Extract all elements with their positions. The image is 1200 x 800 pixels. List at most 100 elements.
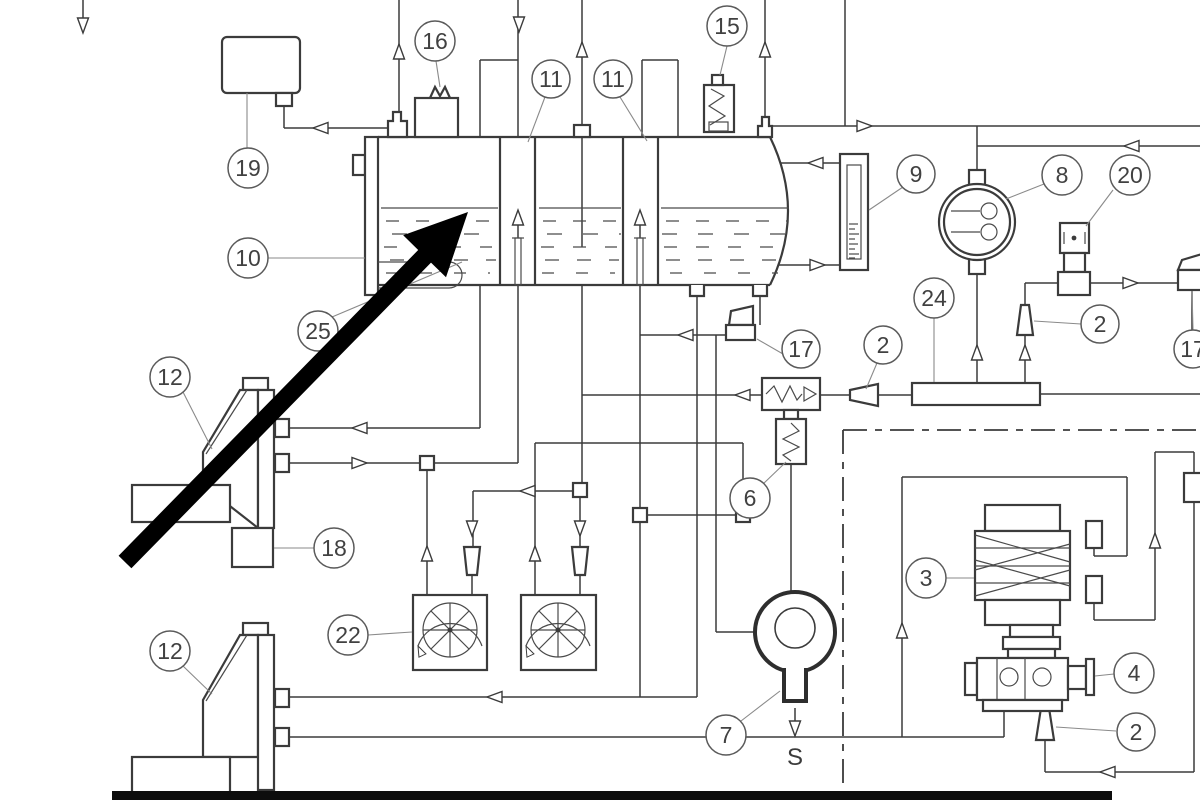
cone-horizontal bbox=[848, 382, 880, 408]
callout-19: 19 bbox=[227, 147, 269, 189]
svg-text:24: 24 bbox=[921, 285, 947, 311]
svg-text:10: 10 bbox=[235, 245, 261, 271]
heat-exchanger bbox=[973, 503, 1104, 627]
callout-25: 25 bbox=[297, 310, 339, 352]
svg-text:12: 12 bbox=[157, 638, 183, 664]
bottom-crop-bar bbox=[112, 791, 1112, 800]
pointer-arrow bbox=[118, 212, 468, 569]
burner-bottom bbox=[130, 621, 291, 795]
sewer-label: S bbox=[787, 744, 803, 771]
svg-text:12: 12 bbox=[157, 364, 183, 390]
callout-9: 9 bbox=[896, 154, 936, 194]
injector-cones bbox=[462, 303, 1056, 742]
svg-text:22: 22 bbox=[335, 622, 361, 648]
callout-15: 15 bbox=[706, 5, 748, 47]
callout-7: 7 bbox=[705, 714, 747, 756]
blower bbox=[753, 590, 837, 703]
burner-top-port-2 bbox=[273, 452, 291, 474]
svg-text:3: 3 bbox=[920, 565, 933, 591]
callout-4: 4 bbox=[1113, 652, 1155, 694]
vessel-top-left-fitting bbox=[386, 110, 409, 139]
level-probes bbox=[512, 222, 646, 286]
pump-shaft bbox=[1066, 664, 1088, 691]
callout-12a: 12 bbox=[149, 356, 191, 398]
combustion-fan-1 bbox=[411, 593, 489, 672]
pressure-gauge bbox=[937, 168, 1017, 276]
control-box bbox=[220, 35, 302, 108]
pump bbox=[963, 623, 1096, 713]
liquid-level bbox=[381, 207, 790, 274]
fan2-nozzle bbox=[570, 545, 590, 577]
burner-top-base bbox=[230, 526, 275, 569]
svg-text:4: 4 bbox=[1128, 660, 1141, 686]
vessel-top-right-fitting bbox=[756, 115, 774, 139]
callout-2b: 2 bbox=[1080, 304, 1120, 344]
callouts: 19 16 11 11 15 9 8 20 10 25 24 2 17 17 2… bbox=[149, 5, 1200, 756]
callout-17b: 17 bbox=[1173, 329, 1200, 369]
callout-2c: 2 bbox=[1116, 712, 1156, 752]
relief-valve bbox=[702, 73, 736, 134]
combustion-fan-2 bbox=[519, 593, 598, 672]
svg-text:17: 17 bbox=[788, 336, 814, 362]
vessel-left-wall bbox=[363, 135, 380, 297]
svg-text:16: 16 bbox=[422, 28, 448, 54]
burner-bottom-port-1 bbox=[273, 687, 291, 709]
svg-text:25: 25 bbox=[305, 318, 331, 344]
vessel-baffles bbox=[498, 137, 660, 285]
callout-3: 3 bbox=[905, 557, 947, 599]
callout-12b: 12 bbox=[149, 630, 191, 672]
svg-text:2: 2 bbox=[877, 332, 890, 358]
callout-20: 20 bbox=[1109, 154, 1151, 196]
burner-top-port-1 bbox=[273, 417, 291, 439]
svg-text:6: 6 bbox=[744, 485, 757, 511]
svg-text:17: 17 bbox=[1180, 336, 1200, 362]
firetube bbox=[378, 261, 463, 289]
separator-vessel bbox=[351, 84, 790, 298]
pipe-unions bbox=[418, 454, 752, 524]
hx-port-2 bbox=[1084, 574, 1104, 605]
cone-vertical-bottom-right bbox=[1034, 706, 1056, 742]
piping-network bbox=[82, 0, 1200, 773]
vessel-drain-nozzle bbox=[688, 285, 706, 298]
callout-18: 18 bbox=[313, 527, 355, 569]
callout-24: 24 bbox=[913, 277, 955, 319]
vessel-left-tab bbox=[351, 153, 367, 177]
center-pipe-collar bbox=[572, 123, 592, 139]
pump-base bbox=[981, 698, 1064, 713]
solenoid-valve bbox=[1056, 221, 1092, 297]
svg-text:19: 19 bbox=[235, 155, 261, 181]
svg-text:20: 20 bbox=[1117, 162, 1143, 188]
callout-10: 10 bbox=[227, 237, 269, 279]
vessel-bottom-tab bbox=[751, 285, 769, 298]
svg-text:11: 11 bbox=[539, 66, 563, 92]
svg-text:15: 15 bbox=[714, 13, 740, 39]
svg-text:9: 9 bbox=[910, 161, 923, 187]
drain-trap bbox=[724, 304, 757, 342]
svg-text:7: 7 bbox=[720, 722, 733, 748]
svg-text:8: 8 bbox=[1056, 162, 1069, 188]
drain-trap-right bbox=[1176, 253, 1200, 292]
callout-22: 22 bbox=[327, 614, 369, 656]
fan1-nozzle bbox=[462, 545, 482, 577]
callout-8: 8 bbox=[1041, 154, 1083, 196]
breather-vent bbox=[413, 84, 460, 139]
pump-shaft-flange bbox=[1084, 657, 1096, 697]
hx-port-1 bbox=[1084, 519, 1104, 550]
skid-boundary-dashed-line bbox=[842, 429, 1200, 800]
sight-glass bbox=[838, 152, 870, 272]
callout-16: 16 bbox=[414, 20, 456, 62]
callout-17a: 17 bbox=[781, 329, 821, 369]
svg-text:2: 2 bbox=[1094, 311, 1107, 337]
burner-bottom-port-2 bbox=[273, 726, 291, 748]
callout-2a: 2 bbox=[863, 325, 903, 365]
gas-pressure-regulator bbox=[760, 376, 822, 466]
svg-text:2: 2 bbox=[1130, 719, 1143, 745]
callout-11a: 11 bbox=[531, 59, 571, 99]
callout-6: 6 bbox=[729, 477, 771, 519]
vessel-dished-end bbox=[769, 136, 789, 286]
callout-11b: 11 bbox=[593, 59, 633, 99]
right-edge-component bbox=[1182, 471, 1200, 504]
manifold bbox=[910, 381, 1042, 407]
cone-vertical-top-right bbox=[1015, 303, 1035, 337]
